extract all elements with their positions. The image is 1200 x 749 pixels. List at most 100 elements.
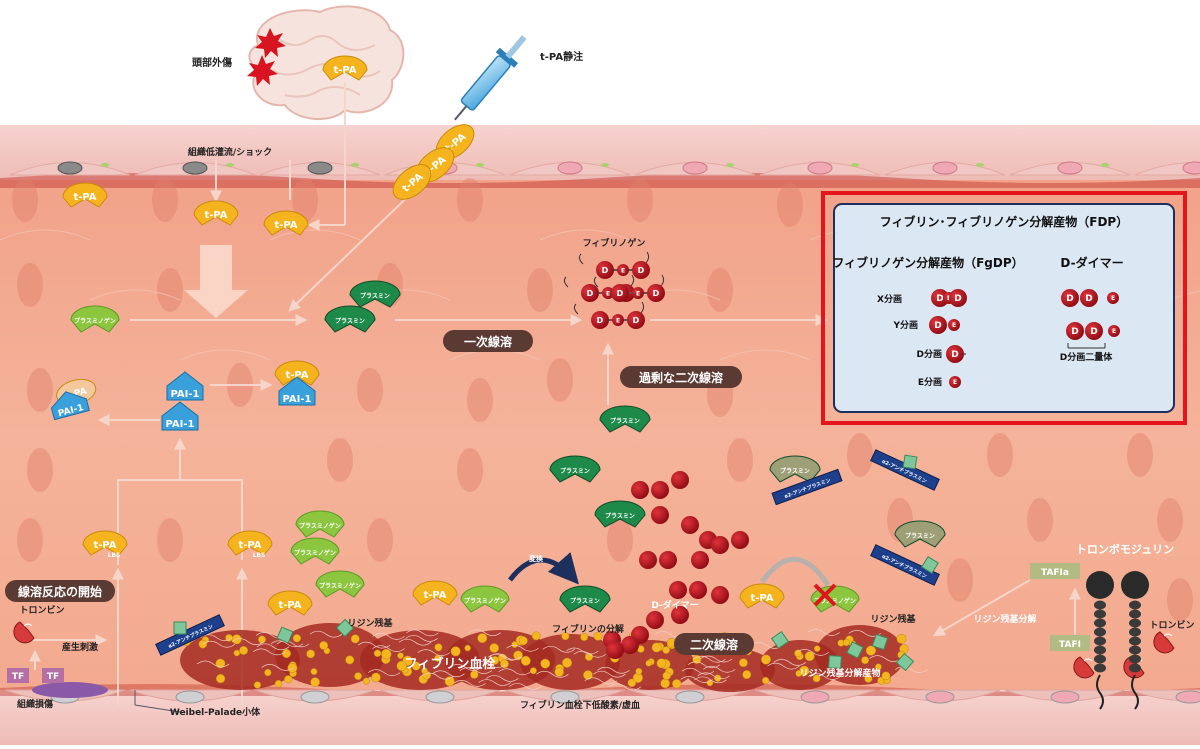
platelet (882, 672, 890, 680)
x-d1-letter: D (936, 294, 943, 304)
platelet (663, 672, 671, 680)
platelet (282, 649, 291, 658)
platelet (311, 678, 320, 687)
d-dimer-ball (659, 551, 677, 569)
platelet (258, 636, 265, 643)
red-blood-cell (607, 518, 633, 562)
thrombomodulin-bead (1094, 646, 1106, 655)
platelet (311, 668, 317, 674)
cell-nucleus (1051, 691, 1079, 703)
d-dimer-ball (711, 586, 729, 604)
thrombomodulin-bead (1094, 664, 1106, 673)
red-blood-cell (367, 518, 393, 562)
d-letter: D (587, 289, 594, 298)
dd2-e-letter: E (1112, 328, 1116, 335)
dd-e-letter: E (1111, 295, 1115, 302)
platelet (293, 634, 301, 642)
tpa-label: t-PA (238, 540, 261, 551)
platelet (794, 650, 801, 657)
granule (351, 163, 359, 167)
cell-nucleus (801, 691, 829, 703)
d-dimer-label: D-ダイマー (651, 599, 698, 611)
thrombomodulin-bead (1129, 628, 1141, 637)
dd2-d2-letter: D (1090, 327, 1097, 337)
platelet (397, 653, 403, 659)
fibrin-thrombus-label: フィブリン血栓 (405, 656, 496, 672)
fdp-panel: フィブリン･フィブリノゲン分解産物（FDP） フィブリノゲン分解産物（FgDP）… (823, 193, 1185, 423)
cell-nucleus (1176, 691, 1200, 703)
platelet (555, 668, 564, 677)
d-letter: D (597, 316, 604, 325)
cell-nucleus (1058, 162, 1082, 174)
red-blood-cell (777, 183, 803, 227)
platelet (519, 636, 527, 644)
lysine-fragment (903, 455, 917, 469)
lysine-cleavage-label: リジン残基分解 (973, 613, 1036, 625)
d-letter: D (633, 316, 640, 325)
platelet (275, 680, 282, 687)
red-blood-cell (707, 268, 733, 312)
tpa-label: t-PA (333, 65, 356, 76)
thrombomodulin-label: トロンボモジュリン (1076, 542, 1174, 556)
cell-nucleus (301, 691, 329, 703)
platelet (521, 656, 530, 665)
platelet (636, 668, 642, 674)
red-blood-cell (467, 378, 493, 422)
d-dimer-ball (651, 506, 669, 524)
d-dimer-ball (606, 641, 624, 659)
syringe-icon (446, 29, 534, 127)
red-blood-cell (527, 268, 553, 312)
d-letter: D (602, 266, 609, 275)
lbs-label: LBS (108, 552, 121, 559)
granule (226, 163, 234, 167)
granule (1101, 163, 1109, 167)
lbs-label: LBS (253, 552, 266, 559)
red-blood-cell (547, 358, 573, 402)
tafi-box: TAFI (1050, 635, 1090, 651)
d-dimer-ball (669, 581, 687, 599)
red-blood-cell (27, 368, 53, 412)
platelet (445, 676, 455, 686)
cell-nucleus (308, 162, 332, 174)
svg-text:TF: TF (12, 672, 24, 682)
svg-text:二次線溶: 二次線溶 (690, 637, 738, 652)
cell-nucleus (176, 691, 204, 703)
platelet (381, 649, 391, 659)
platelet (739, 659, 747, 667)
platelet (897, 634, 906, 643)
weibel-palade-label: Weibel-Palade小体 (170, 706, 261, 718)
red-blood-cell (357, 368, 383, 412)
red-blood-cell (157, 268, 183, 312)
thrombomodulin-head (1086, 571, 1114, 599)
red-blood-cell (847, 433, 873, 477)
tf-box-1: TF (7, 668, 29, 683)
fibrinogen-label: フィブリノゲン (583, 237, 646, 249)
platelet (843, 639, 850, 646)
platelet (435, 644, 443, 652)
svg-text:TAFIa: TAFIa (1041, 568, 1069, 578)
plasmin-label: プラスミン (605, 512, 635, 520)
platelet (762, 677, 769, 684)
d-letter: D (638, 266, 645, 275)
red-blood-cell (17, 518, 43, 562)
platelet (661, 679, 670, 688)
cell-nucleus (808, 162, 832, 174)
dd2-d1-letter: D (1071, 327, 1078, 337)
d-frag-letter: D (951, 350, 958, 360)
cell-nucleus (58, 162, 82, 174)
granule (976, 163, 984, 167)
dd-d1-letter: D (1066, 294, 1073, 304)
pai1-label: PAI-1 (171, 389, 200, 400)
platelet (345, 656, 353, 664)
red-blood-cell (1127, 433, 1153, 477)
red-blood-cell (17, 263, 43, 307)
svg-text:TAFI: TAFI (1059, 640, 1081, 650)
thrombomodulin-bead (1094, 601, 1106, 610)
platelet (234, 650, 240, 656)
plasminogen-label: プラスミノゲン (464, 597, 506, 605)
lysine-residue-label-1: リジン残基 (347, 617, 393, 629)
platelet (351, 635, 359, 643)
d-fragment-label: D分画 (917, 348, 942, 360)
